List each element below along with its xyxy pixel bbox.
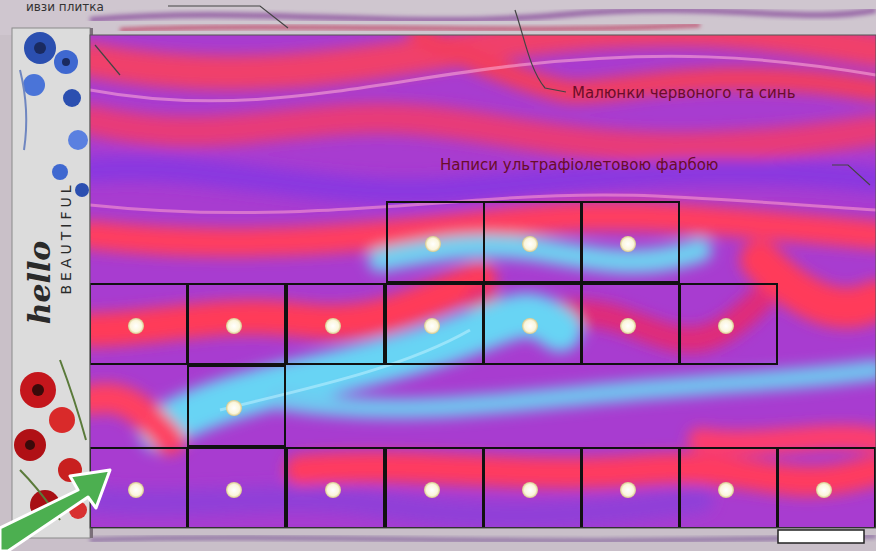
tile [386, 284, 483, 364]
light-dot [620, 318, 636, 334]
tile [582, 284, 679, 364]
tile [188, 284, 285, 364]
light-dot [816, 482, 832, 498]
light-dot [226, 318, 242, 334]
tile [582, 448, 679, 528]
light-dots [128, 236, 832, 498]
pointer-arrow [0, 470, 110, 551]
light-dot [718, 318, 734, 334]
tile [484, 202, 581, 282]
light-dot [325, 482, 341, 498]
tile [778, 448, 875, 528]
leader-lines [95, 6, 870, 185]
light-dot [425, 236, 441, 252]
callout-label: Написи ультрафіолетовою фарбою [440, 156, 718, 174]
tile [680, 284, 777, 364]
light-dot [620, 482, 636, 498]
tile [484, 448, 581, 528]
tile [386, 448, 483, 528]
light-dot [620, 236, 636, 252]
tile-grid [90, 202, 875, 528]
scale-bar [778, 530, 864, 543]
light-dot [522, 482, 538, 498]
marble-pattern [90, 35, 876, 528]
callout-label: ивзи плитка [26, 0, 104, 14]
light-dot [522, 318, 538, 334]
light-dot [128, 482, 144, 498]
tile [387, 202, 484, 282]
tile [287, 448, 384, 528]
light-dot [325, 318, 341, 334]
callout-label: Малюнки червоного та синь [572, 84, 796, 102]
light-dot [424, 482, 440, 498]
tile [582, 202, 679, 282]
light-dot [128, 318, 144, 334]
light-dot [424, 318, 440, 334]
tile [188, 366, 285, 446]
decor-text: BEAUTIFUL [58, 181, 74, 294]
blue-flowers [20, 32, 89, 197]
decor-text: hello [23, 240, 58, 324]
tile [287, 284, 384, 364]
light-dot [522, 236, 538, 252]
light-dot [226, 400, 242, 416]
tile [484, 284, 581, 364]
tile [188, 448, 285, 528]
light-dot [226, 482, 242, 498]
light-dot [718, 482, 734, 498]
tile [90, 284, 187, 364]
tile [680, 448, 777, 528]
